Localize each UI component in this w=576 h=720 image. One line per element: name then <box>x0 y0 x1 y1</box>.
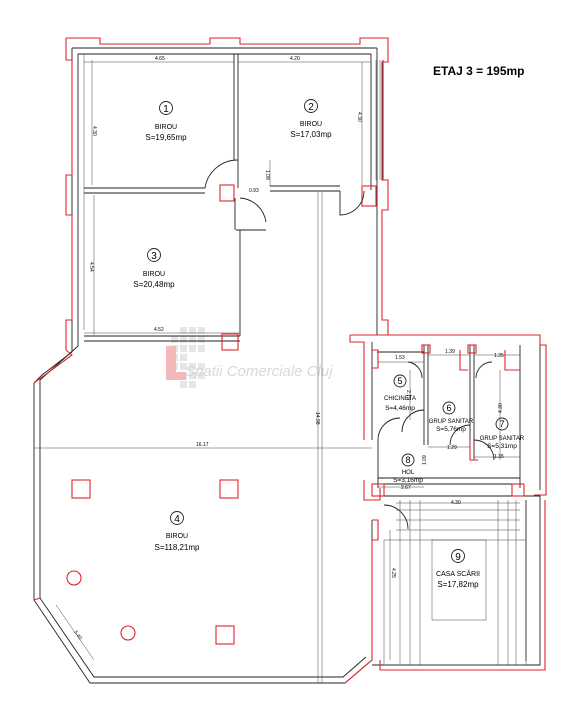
dim-279: 2.79 <box>405 390 411 400</box>
room-9-label: 9 CASA SCĂRII S=17,82mp <box>436 549 480 589</box>
dimension-labels: 4.65 4.20 4.30 4.30 1.08 0.93 4.54 4.52 … <box>72 56 504 641</box>
room-3-label: 3 BIROU S=20,48mp <box>133 248 175 289</box>
room-6-label: 6 GRUP SANITAR S=5,76mp <box>429 401 474 433</box>
room-6-number: 6 <box>446 403 451 413</box>
room-8-area: S=3,16mp <box>393 477 423 484</box>
plan-title: ETAJ 3 = 195mp <box>433 64 525 78</box>
room-8-number: 8 <box>405 455 410 465</box>
dim-108: 1.08 <box>264 170 270 180</box>
room-7-label: 7 GRUP SANITAR S=5,31mp <box>480 417 525 450</box>
dim-430-right: 4.30 <box>356 112 362 122</box>
dim-139: 1.39 <box>445 349 455 355</box>
dim-465: 4.65 <box>155 56 165 62</box>
watermark-text: Spatii Comerciale Cluj <box>185 363 333 380</box>
room-9-area: S=17,82mp <box>437 580 479 589</box>
dim-109: 1.09 <box>422 455 428 465</box>
dim-153: 1.53 <box>395 355 405 361</box>
room-9-name: CASA SCĂRII <box>436 569 480 578</box>
room-1-label: 1 BIROU S=19,65mp <box>145 101 187 142</box>
dim-135b: 1.35 <box>494 454 504 460</box>
room-8-name: HOL <box>402 470 415 476</box>
room-5-area: S=4,46mp <box>385 405 415 412</box>
dimension-lines <box>34 60 520 661</box>
room-2-number: 2 <box>308 102 314 113</box>
room-6-name: GRUP SANITAR <box>429 419 474 425</box>
room-2-area: S=17,03mp <box>290 130 332 139</box>
dim-454: 4.54 <box>88 262 94 272</box>
red-outline <box>33 37 547 684</box>
dim-420: 4.20 <box>290 56 300 62</box>
dim-1498: 14.98 <box>314 412 320 425</box>
room-3-area: S=20,48mp <box>133 280 175 289</box>
dim-425: 4.25 <box>390 568 396 578</box>
room-1-area: S=19,65mp <box>145 133 187 142</box>
room-4-number: 4 <box>174 514 180 525</box>
room-4-name: BIROU <box>166 533 188 540</box>
room-9-number: 9 <box>455 552 461 563</box>
room-6-area: S=5,76mp <box>436 426 466 433</box>
watermark: Spatii Comerciale Cluj <box>166 327 333 388</box>
room-7-name: GRUP SANITAR <box>480 436 525 442</box>
room-3-name: BIROU <box>143 271 165 278</box>
dim-135a: 1.35 <box>494 353 504 359</box>
room-5-name: CHICINETA <box>384 396 416 402</box>
doors <box>204 159 495 530</box>
dim-093: 0.93 <box>249 188 259 194</box>
dim-129: 1.29 <box>447 445 457 451</box>
dim-430-left: 4.30 <box>91 126 97 136</box>
room-5-label: 5 CHICINETA S=4,46mp <box>384 374 416 412</box>
dim-430-stair: 4.30 <box>451 500 461 506</box>
dim-267: 2.67 <box>401 485 411 491</box>
room-2-name: BIROU <box>300 121 322 128</box>
interior-walls <box>83 54 527 683</box>
room-4-label: 4 BIROU S=118,21mp <box>155 511 201 552</box>
room-3-number: 3 <box>151 251 157 262</box>
room-5-number: 5 <box>397 376 402 386</box>
room-2-label: 2 BIROU S=17,03mp <box>290 99 332 139</box>
dim-1617: 16.17 <box>196 442 209 448</box>
room-1-number: 1 <box>163 104 169 115</box>
room-1-name: BIROU <box>155 124 177 131</box>
room-7-number: 7 <box>499 419 504 429</box>
room-7-area: S=5,31mp <box>487 443 517 450</box>
room-8-label: 8 HOL S=3,16mp <box>393 453 423 484</box>
dim-452: 4.52 <box>154 327 164 333</box>
dim-540: 5.40 <box>72 630 83 642</box>
room-4-area: S=118,21mp <box>155 543 201 552</box>
dim-430-wc: 4.30 <box>498 403 504 413</box>
